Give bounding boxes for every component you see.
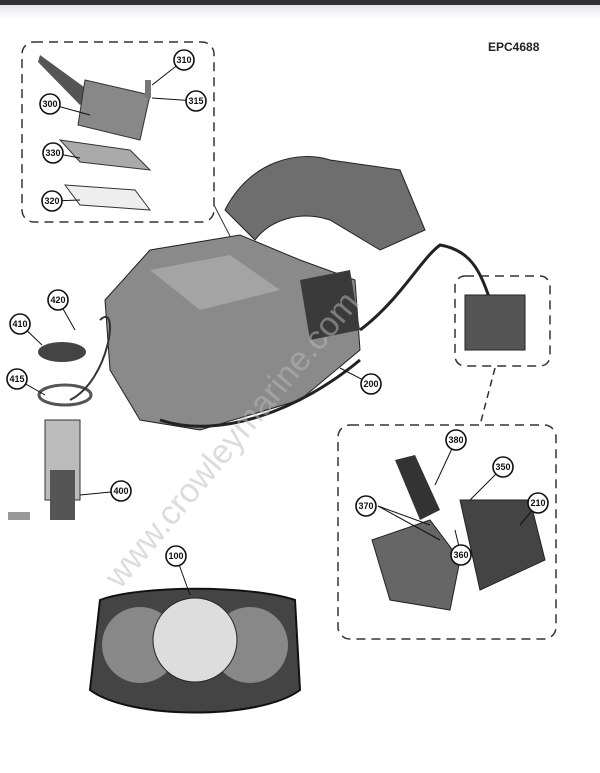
callout-330: 330 [42, 142, 81, 164]
engine-assembly [104, 156, 492, 431]
callout-210: 210 [519, 492, 549, 526]
callout-310: 310 [151, 49, 195, 86]
svg-text:330: 330 [45, 148, 60, 158]
svg-text:320: 320 [44, 196, 59, 206]
svg-text:400: 400 [113, 486, 128, 496]
svg-text:420: 420 [50, 295, 65, 305]
diagram-code: EPC4688 [488, 40, 540, 54]
detail-box-regulator [21, 41, 215, 223]
header-shade [0, 5, 600, 19]
svg-text:210: 210 [530, 498, 545, 508]
callout-200: 200 [339, 367, 382, 395]
callout-420: 420 [47, 289, 76, 331]
svg-text:315: 315 [188, 96, 203, 106]
callout-370: 370 [355, 495, 441, 541]
voltage-regulator [38, 55, 152, 211]
svg-text:310: 310 [176, 55, 191, 65]
detail-box-module-zoom [337, 424, 557, 640]
callout-315: 315 [151, 90, 207, 112]
callout-410: 410 [9, 313, 43, 346]
gauge-cluster [88, 587, 302, 714]
callout-380: 380 [434, 429, 467, 486]
svg-text:350: 350 [495, 462, 510, 472]
window-top-bar [0, 0, 600, 5]
svg-text:300: 300 [42, 99, 57, 109]
svg-text:360: 360 [453, 550, 468, 560]
callout-300: 300 [39, 93, 91, 116]
svg-text:410: 410 [12, 319, 27, 329]
callout-100: 100 [165, 545, 191, 596]
svg-text:370: 370 [358, 501, 373, 511]
svg-text:200: 200 [363, 379, 378, 389]
svg-text:100: 100 [168, 551, 183, 561]
callout-350: 350 [469, 456, 514, 501]
callout-320: 320 [41, 190, 81, 212]
svg-text:380: 380 [448, 435, 463, 445]
callout-360: 360 [450, 529, 472, 566]
detail-box-module [454, 275, 551, 367]
control-module [371, 294, 546, 611]
callout-400: 400 [79, 480, 132, 502]
fuel-pump [8, 316, 111, 520]
svg-text:415: 415 [9, 374, 24, 384]
callout-415: 415 [6, 368, 46, 396]
